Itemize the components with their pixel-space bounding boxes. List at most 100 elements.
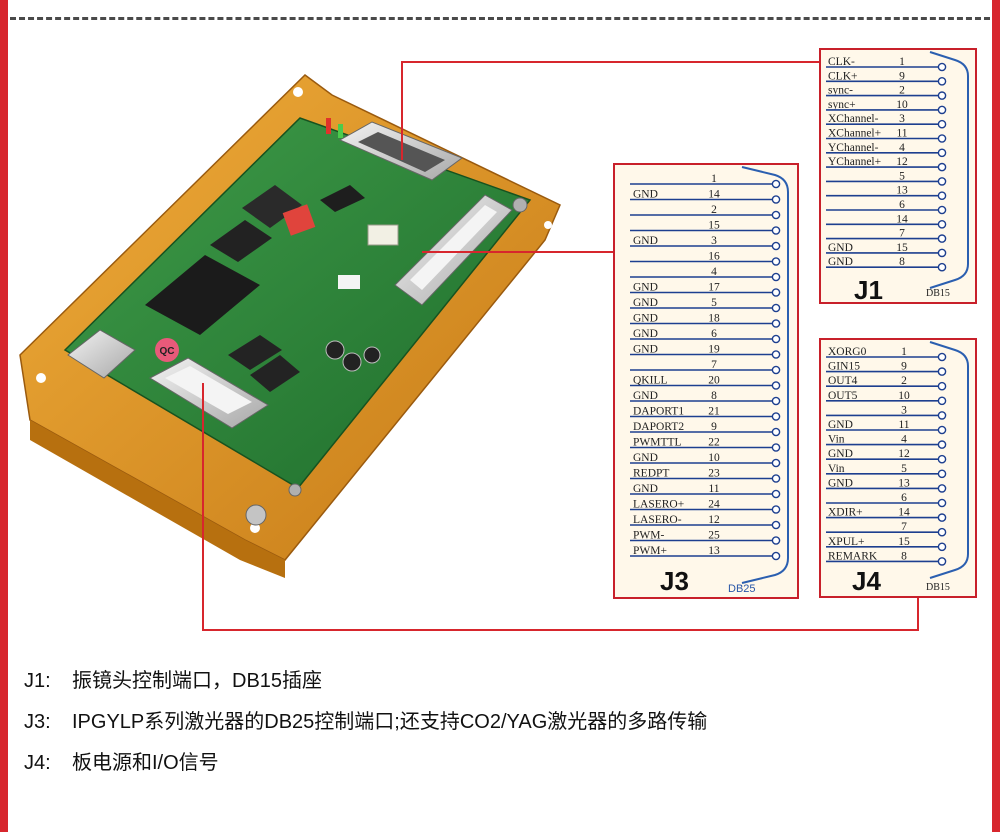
j3-pin-label: GND — [633, 313, 658, 325]
j1-pin-label: XChannel+ — [828, 128, 881, 140]
j1-pin-label: YChannel- — [828, 142, 879, 154]
j4-pin-socket — [937, 469, 947, 479]
j3-pin-row: 16 — [630, 251, 781, 266]
legend-text: 板电源和I/O信号 — [72, 752, 219, 774]
j1-pin-number: 14 — [896, 213, 908, 225]
j4-pin-number: 2 — [901, 375, 907, 387]
j1-pin-row: 6 — [826, 199, 947, 215]
mount-hole — [293, 87, 303, 97]
connector-white — [338, 275, 360, 289]
j3-pin-number: 22 — [708, 437, 720, 449]
j1-pin-number: 3 — [899, 113, 905, 125]
j3-pin-socket — [771, 241, 781, 251]
j3-pin-socket — [771, 520, 781, 530]
j4-pin-socket — [937, 454, 947, 464]
j3-pin-socket — [771, 303, 781, 313]
j4-pin-socket — [937, 381, 947, 391]
j1-pin-socket — [937, 77, 947, 86]
legend-row-j3: J3: IPGYLP系列激光器的DB25控制端口;还支持CO2/YAG激光器的多… — [24, 705, 964, 746]
j4-pin-number: 4 — [901, 434, 907, 446]
j3-pin-socket — [771, 396, 781, 406]
chip — [320, 185, 365, 212]
j1-pin-number: 7 — [899, 228, 905, 240]
j3-pin-row: 15 — [630, 220, 781, 235]
j3-pin-number: 12 — [708, 514, 720, 526]
j1-pin-socket — [937, 248, 947, 258]
j4-pin-label: Vin — [828, 434, 845, 446]
db25-connector-j3 — [394, 194, 513, 306]
j4-pin-row: XPUL+15 — [826, 536, 947, 552]
j1-pin-number: 5 — [899, 170, 905, 182]
capacitor — [363, 346, 381, 364]
j1-pin-row: sync-2 — [826, 85, 947, 100]
j3-pin-number: 23 — [708, 468, 720, 480]
legend-row-j1: J1: 振镜头控制端口，DB15插座 — [24, 664, 964, 705]
j3-pin-socket — [771, 505, 781, 514]
j4-pin-number: 12 — [898, 448, 910, 460]
right-red-border — [992, 0, 1000, 832]
j1-pin-row: CLK-1 — [826, 56, 947, 72]
j4-pin-socket — [937, 557, 947, 566]
j4-pin-label: OUT4 — [828, 375, 858, 387]
j3-pin-label: PWMTTL — [633, 437, 682, 449]
j3-pin-number: 1 — [711, 173, 717, 185]
j1-pinout-panel: CLK-1CLK+9sync-2sync+10XChannel-3XChanne… — [819, 48, 977, 305]
j4-pin-number: 10 — [898, 390, 910, 402]
j3-pin-socket — [771, 226, 781, 235]
j1-db-label: DB15 — [926, 288, 950, 299]
j3-pin-number: 20 — [708, 375, 720, 387]
j3-pin-label: PWM+ — [633, 545, 667, 557]
legend-key: J3: — [24, 711, 51, 733]
j3-pin-number: 18 — [708, 313, 720, 325]
j4-title: J4 — [852, 566, 881, 596]
j4-pin-label: XPUL+ — [828, 536, 865, 548]
j4-pin-number: 6 — [901, 492, 907, 504]
j3-pin-number: 13 — [708, 545, 720, 557]
j1-pin-socket — [937, 177, 947, 186]
j1-pin-number: 9 — [899, 70, 905, 82]
j4-pin-socket — [937, 367, 947, 376]
j3-pin-number: 25 — [708, 530, 720, 542]
j3-pin-socket — [771, 365, 781, 375]
j3-pin-row: LASERO+24 — [630, 499, 781, 514]
standoff — [512, 197, 528, 213]
j1-pin-label: CLK- — [828, 56, 855, 68]
j3-pin-socket — [771, 288, 781, 297]
j3-pin-number: 19 — [708, 344, 720, 356]
j3-pin-label: GND — [633, 390, 658, 402]
j1-pin-socket — [937, 191, 947, 200]
j4-pin-socket — [937, 425, 947, 435]
j1-pin-socket — [937, 105, 947, 115]
j3-pin-socket — [771, 551, 781, 561]
j3-pin-row: PWMTTL 22 — [630, 437, 781, 452]
j3-pin-label: GND — [633, 328, 658, 340]
chip — [210, 220, 272, 262]
qc-badge-text: QC — [160, 346, 175, 357]
relay — [367, 224, 399, 246]
j1-pin-socket — [937, 234, 947, 243]
j3-pin-label: PWM- — [633, 530, 664, 542]
j3-db-label: DB25 — [728, 583, 756, 595]
j1-pin-label: sync+ — [828, 99, 856, 111]
j4-panel-frame — [819, 338, 977, 598]
j3-pin-label: GND — [633, 297, 658, 309]
qc-badge — [155, 338, 179, 362]
j1-pin-socket — [937, 62, 947, 72]
j1-pin-socket — [937, 148, 947, 158]
j3-pin-row: GND 18 — [630, 313, 781, 328]
j4-pin-label: GND — [828, 448, 853, 460]
j3-pin-label: DAPORT2 — [633, 421, 684, 433]
j3-pin-number: 16 — [708, 251, 720, 263]
